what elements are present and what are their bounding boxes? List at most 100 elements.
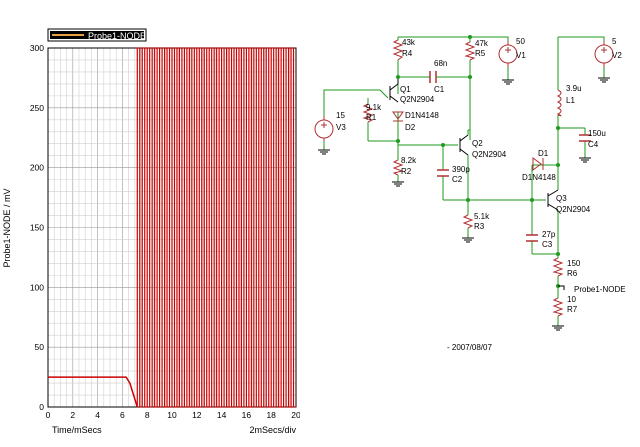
probe-label: Probe1-NODE (574, 285, 626, 294)
l1-name: L1 (566, 96, 575, 105)
r2-name: R2 (401, 167, 412, 176)
v2-value: 5 (612, 37, 617, 46)
transistor-q1 (389, 77, 399, 103)
source-polarity (321, 47, 607, 128)
resistors (362, 39, 564, 317)
ground-v3 (318, 149, 330, 155)
waveform-chart: Probe1-NODE 0 50 100 150 200 250 300 0 2 4 6 8 10 12… (2, 28, 301, 435)
y-tick-label: 150 (30, 223, 44, 233)
d2-model: D1N4148 (405, 111, 439, 120)
ground-r2 (392, 181, 404, 187)
q2-model: Q2N2904 (472, 150, 507, 159)
ground-r3 (462, 237, 474, 243)
r2-value: 8.2k (401, 156, 417, 165)
trace-oscillation (136, 47, 296, 408)
r6-value: 150 (567, 259, 581, 268)
x-tick-label: 18 (266, 410, 276, 420)
x-axis-label: Time/mSecs (52, 425, 102, 435)
probe-marker (558, 285, 565, 290)
x-tick-label: 10 (167, 410, 177, 420)
r3-value: 5.1k (474, 212, 490, 221)
x-tick-label: 16 (242, 410, 252, 420)
v1-value: 50 (516, 37, 525, 46)
schematic-date: - 2007/08/07 (447, 343, 492, 352)
y-tick-label: 50 (35, 342, 45, 352)
v3-name: V3 (336, 123, 346, 132)
x-tick-label: 2 (70, 410, 75, 420)
transistors (389, 77, 559, 211)
c4-name: C4 (588, 140, 599, 149)
schematic-panel: 43k R4 47k R5 50 V1 68n C1 Q1 Q2N2904 9.… (300, 0, 640, 442)
diode-d2 (392, 111, 404, 122)
r7-value: 10 (567, 295, 576, 304)
resistor-r3 (462, 214, 474, 229)
r4-value: 43k (402, 38, 416, 47)
r5-name: R5 (475, 49, 486, 58)
ground-v1 (502, 79, 514, 85)
y-tick-label: 300 (30, 43, 44, 53)
r5-value: 47k (475, 39, 489, 48)
x-tick-label: 14 (217, 410, 227, 420)
d2-name: D2 (405, 123, 416, 132)
c1-value: 68n (434, 59, 447, 68)
v3-value: 15 (336, 111, 345, 120)
d1-model: D1N4148 (522, 173, 556, 182)
source-leads (323, 41, 605, 141)
ground-r7 (552, 325, 564, 331)
r3-name: R3 (474, 222, 485, 231)
x-tick-label: 20 (291, 410, 300, 420)
diode-d1 (532, 157, 544, 171)
c3-value: 27p (542, 230, 556, 239)
circuit-schematic: 43k R4 47k R5 50 V1 68n C1 Q1 Q2N2904 9.… (314, 35, 626, 352)
y-tick-label: 100 (30, 282, 44, 292)
x-tick-label: 6 (120, 410, 125, 420)
v1-name: V1 (516, 51, 526, 60)
q3-model: Q2N2904 (556, 205, 591, 214)
resistor-r1 (362, 103, 374, 123)
r4-name: R4 (402, 49, 413, 58)
x-tick-label: 0 (46, 410, 51, 420)
x-scale-label: 2mSecs/div (249, 425, 296, 435)
d1-name: D1 (538, 149, 549, 158)
inductor-l1 (556, 89, 562, 117)
scope-panel: Probe1-NODE 0 50 100 150 200 250 300 0 2 4 6 8 10 12… (0, 0, 301, 442)
r1-value: 9.1k (366, 103, 382, 112)
ground-v2 (598, 77, 610, 83)
resistor-r6 (552, 257, 564, 277)
resistor-r7 (552, 297, 564, 317)
ground-symbols (318, 77, 610, 331)
capacitors (429, 71, 591, 242)
c2-name: C2 (452, 175, 463, 184)
component-labels: 43k R4 47k R5 50 V1 68n C1 Q1 Q2N2904 9.… (336, 37, 626, 352)
q2-name: Q2 (472, 139, 483, 148)
y-tick-label: 200 (30, 163, 44, 173)
legend-label: Probe1-NODE (88, 31, 146, 41)
y-tick-label: 0 (39, 402, 44, 412)
y-axis-label: Probe1-NODE / mV (2, 188, 12, 267)
y-tick-labels: 0 50 100 150 200 250 300 (30, 43, 44, 412)
trace-initial (48, 376, 138, 408)
c2-value: 390p (452, 165, 470, 174)
transistor-q2 (459, 129, 470, 156)
q1-model: Q2N2904 (400, 95, 435, 104)
c3-name: C3 (542, 240, 553, 249)
junctions (396, 35, 560, 288)
x-tick-label: 12 (192, 410, 202, 420)
resistor-r4 (392, 39, 404, 61)
l1-value: 3.9u (566, 84, 582, 93)
r6-name: R6 (567, 269, 578, 278)
y-tick-label: 250 (30, 103, 44, 113)
legend-bar (50, 31, 144, 39)
resistor-r5 (464, 41, 476, 61)
x-tick-labels: 0 2 4 6 8 10 12 14 16 18 20 (46, 410, 301, 420)
resistor-r2 (392, 159, 404, 176)
x-tick-label: 8 (145, 410, 150, 420)
c1-name: C1 (434, 85, 445, 94)
r7-name: R7 (567, 305, 578, 314)
r1-name: R1 (366, 113, 377, 122)
v2-name: V2 (612, 51, 622, 60)
ground-c4 (579, 157, 591, 163)
x-tick-label: 4 (95, 410, 100, 420)
c4-value: 150u (588, 129, 606, 138)
transistor-q3 (547, 189, 559, 211)
